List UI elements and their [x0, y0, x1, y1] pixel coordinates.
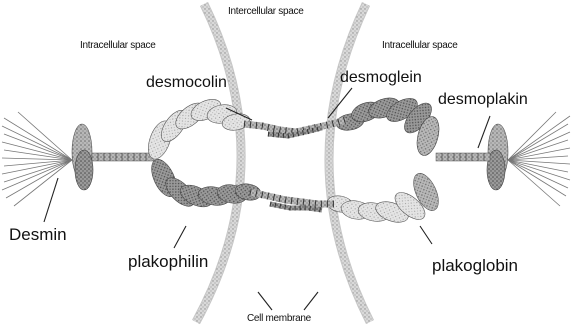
label-desmoplakin: desmoplakin	[438, 92, 528, 108]
label-plakoglobin: plakoglobin	[432, 257, 518, 274]
label-intracellular-space-left: Intracellular space	[80, 41, 155, 51]
cell-membrane-right	[329, 4, 370, 322]
desmoplakin-anchor-left	[72, 124, 93, 190]
label-desmocolin: desmocolin	[146, 75, 227, 91]
label-desmoglein: desmoglein	[340, 70, 422, 86]
protein-cluster-right-bottom	[326, 170, 444, 227]
desmoplakin-rod-right	[436, 153, 490, 161]
desmin-filaments-left	[2, 112, 72, 206]
label-desmin: Desmin	[9, 226, 67, 243]
cell-membrane-left	[196, 4, 241, 322]
label-intercellular-space: Intercellular space	[228, 7, 303, 17]
cadherin-chain-bottom	[250, 192, 334, 210]
protein-cluster-right-top	[335, 94, 443, 158]
label-cell-membrane: Cell membrane	[247, 314, 311, 324]
desmin-filaments-right	[508, 112, 570, 206]
desmoplakin-rod-left	[92, 153, 154, 161]
label-intracellular-space-right: Intracellular space	[382, 41, 457, 51]
label-plakophilin: plakophilin	[128, 253, 208, 270]
